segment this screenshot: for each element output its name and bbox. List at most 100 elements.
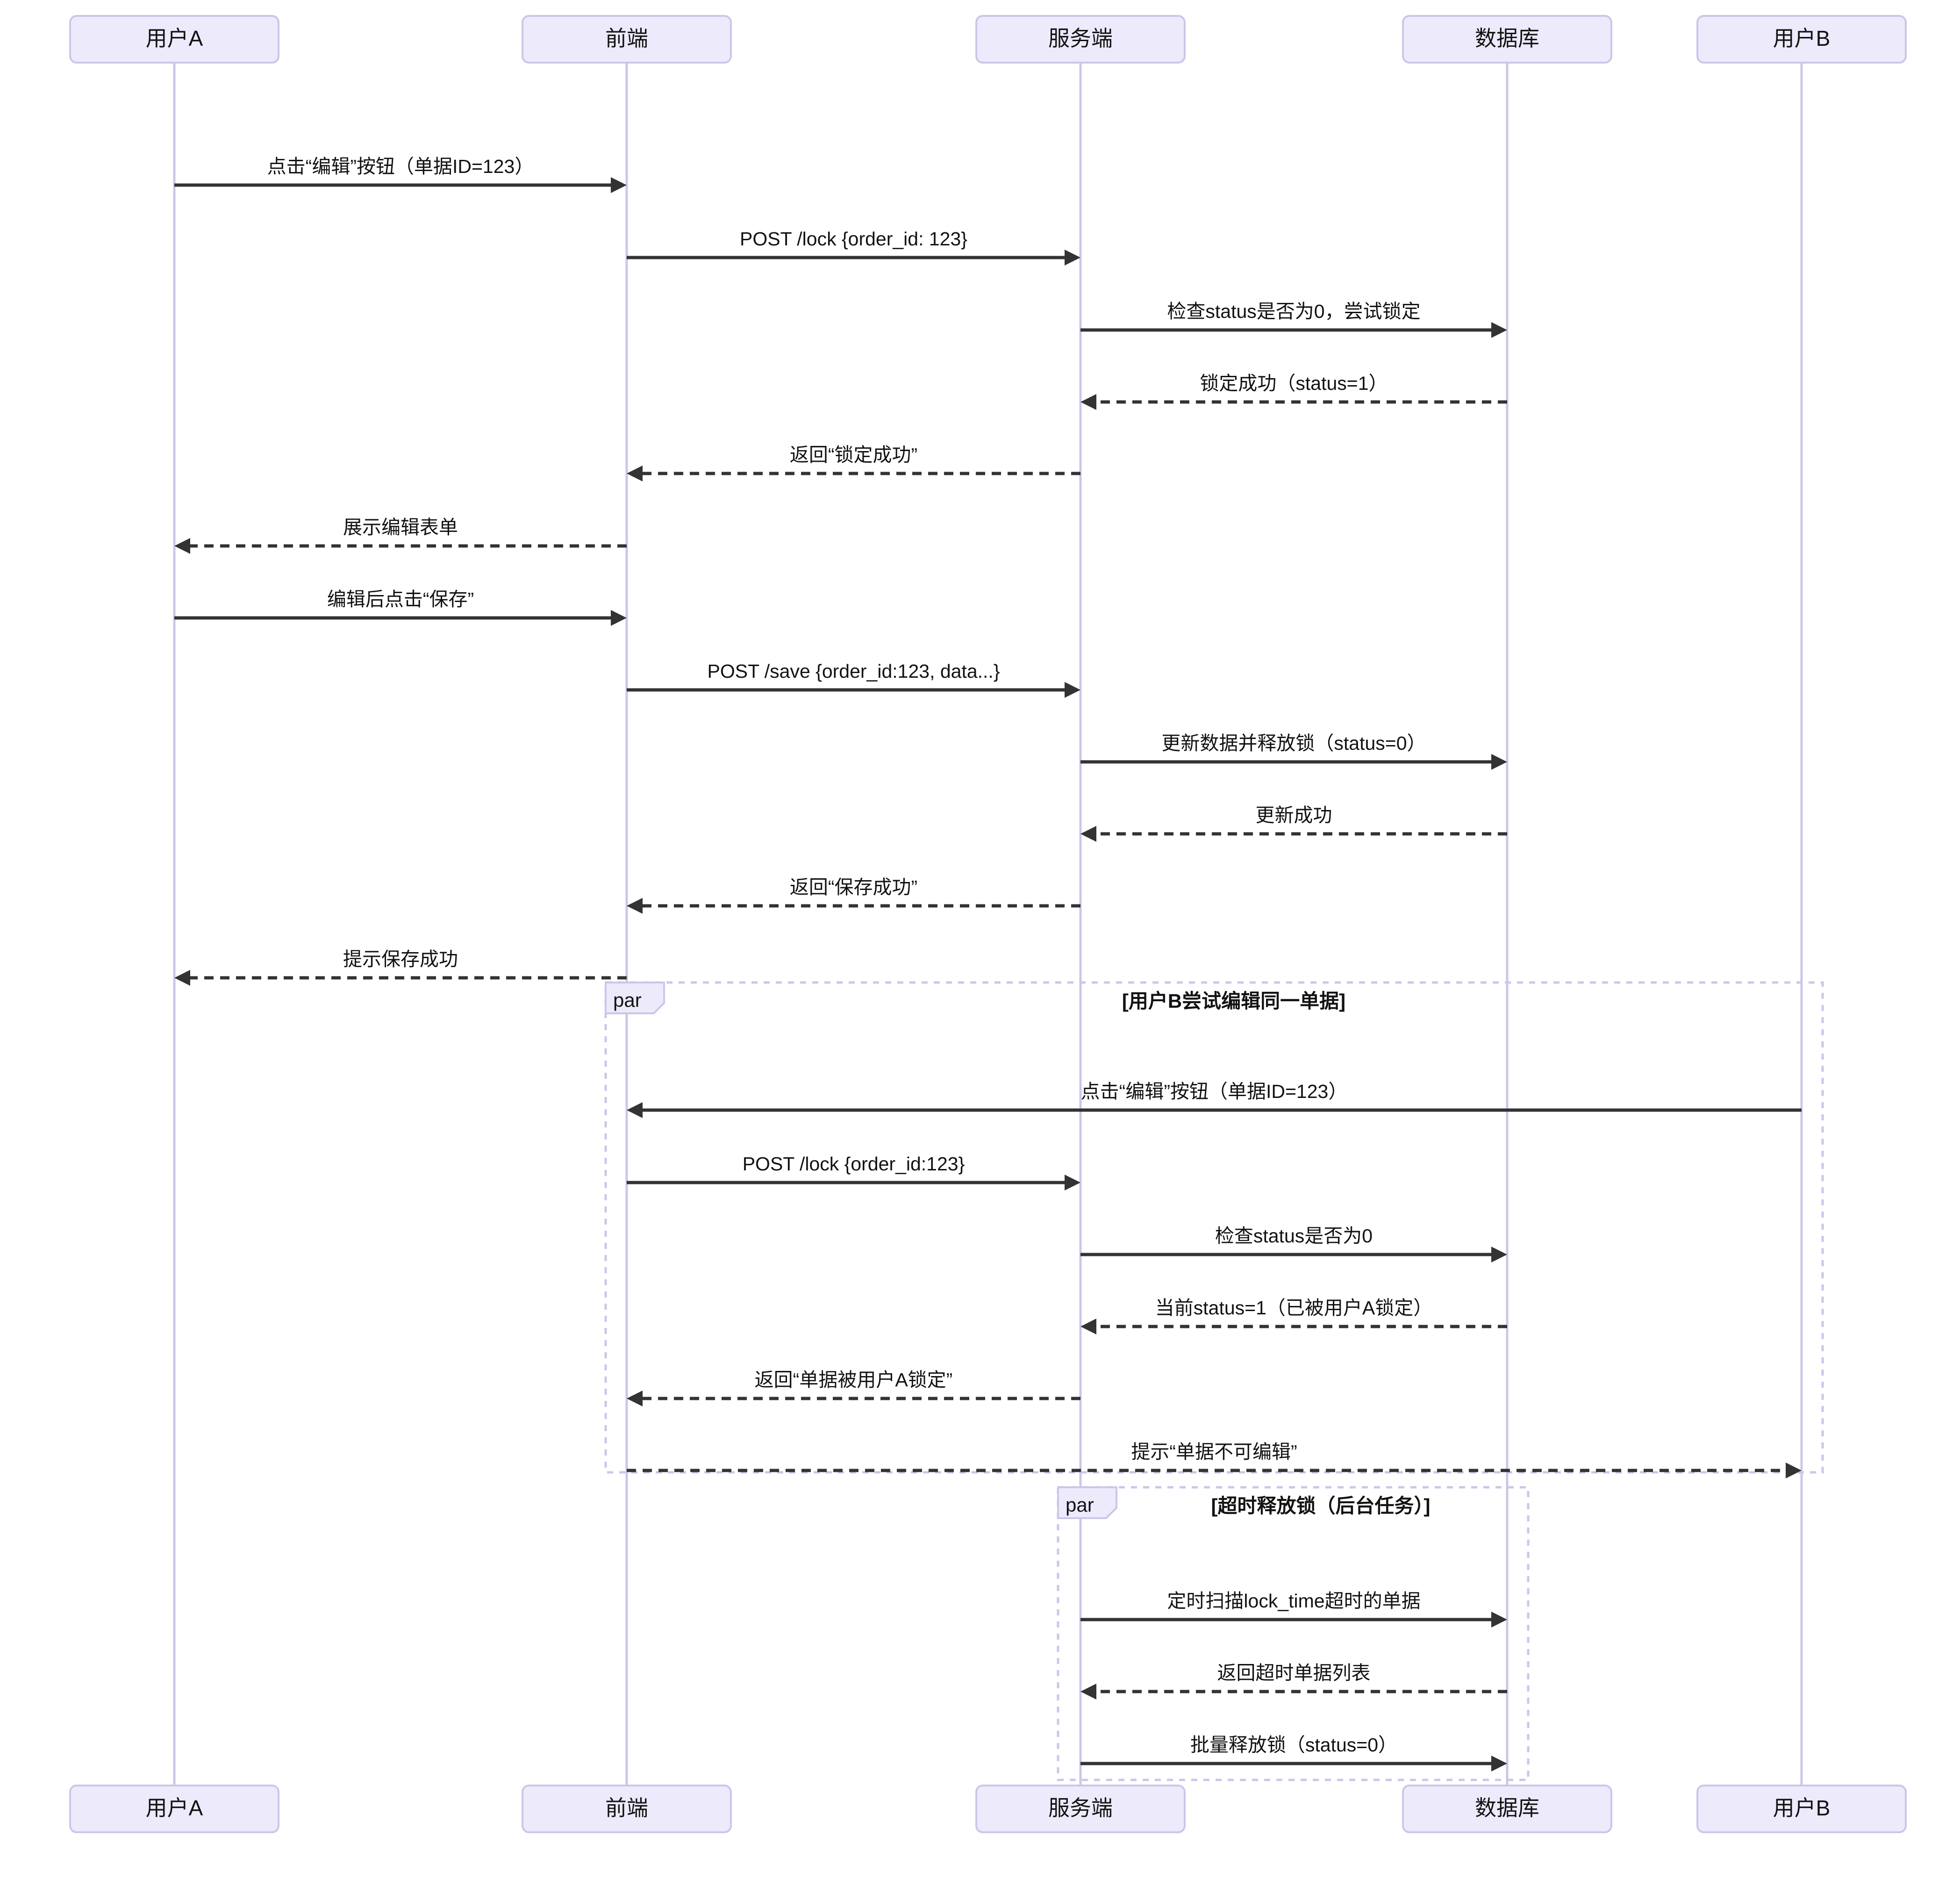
message-arrowhead (1065, 682, 1080, 698)
fragment-frag1: par [用户B尝试编辑同一单据] (604, 981, 1824, 1474)
participant-box[interactable] (1402, 1785, 1612, 1833)
message-label: 展示编辑表单 (343, 516, 458, 538)
message-m19: 定时扫描lock_time超时的单据 (1080, 1590, 1507, 1628)
message-arrowhead (1065, 250, 1080, 265)
message-label: 批量释放锁（status=0） (1190, 1734, 1397, 1756)
participant-label: 用户B (1773, 26, 1831, 50)
fragment-frag2: par [超时释放锁（后台任务）] (1057, 1486, 1530, 1781)
message-m10: 更新成功 (1080, 804, 1507, 842)
message-label: 返回“保存成功” (790, 876, 917, 898)
message-label: 点击“编辑”按钮（单据ID=123） (1081, 1081, 1348, 1102)
message-m18: 提示“单据不可编辑” (627, 1441, 1802, 1478)
message-m15: 检查status是否为0 (1080, 1225, 1507, 1262)
message-arrowhead (1491, 322, 1507, 338)
fragment-outline (1057, 1486, 1530, 1781)
message-arrowhead (1080, 1319, 1096, 1334)
message-label: 返回“锁定成功” (790, 444, 917, 466)
message-m14: POST /lock {order_id:123} (627, 1153, 1080, 1190)
participant-box[interactable] (1696, 1785, 1907, 1833)
participant-label: 服务端 (1048, 26, 1113, 50)
message-label: 返回超时单据列表 (1217, 1662, 1371, 1684)
message-m20: 返回超时单据列表 (1080, 1662, 1507, 1700)
message-label: 检查status是否为0，尝试锁定 (1167, 301, 1420, 322)
message-m16: 当前status=1（已被用户A锁定） (1080, 1297, 1507, 1334)
participant-label: 前端 (605, 26, 648, 50)
message-arrowhead (1080, 1684, 1096, 1700)
message-label: 锁定成功（status=1） (1200, 373, 1388, 394)
participant-server-bottom[interactable]: 服务端 (975, 1785, 1186, 1833)
participant-frontend-bottom[interactable]: 前端 (522, 1785, 732, 1833)
fragment-kind-label: par (613, 989, 642, 1011)
message-m7: 编辑后点击“保存” (174, 588, 627, 626)
fragment-condition-label: [用户B尝试编辑同一单据] (1122, 990, 1345, 1012)
message-m4: 锁定成功（status=1） (1080, 373, 1507, 410)
message-m3: 检查status是否为0，尝试锁定 (1080, 301, 1507, 338)
participant-label: 数据库 (1475, 26, 1539, 50)
message-label: 定时扫描lock_time超时的单据 (1167, 1590, 1420, 1612)
participant-label: 用户B (1773, 1796, 1831, 1820)
fragment-tab (605, 982, 665, 1014)
participant-userA-top[interactable]: 用户A (69, 15, 279, 64)
message-label: 编辑后点击“保存” (327, 588, 474, 610)
message-arrowhead (1080, 394, 1096, 410)
message-m8: POST /save {order_id:123, data...} (627, 660, 1080, 698)
message-arrowhead (627, 1391, 643, 1406)
fragment-kind-label: par (1066, 1494, 1094, 1516)
message-m17: 返回“单据被用户A锁定” (627, 1369, 1080, 1406)
message-label: 提示保存成功 (343, 948, 458, 970)
participant-box[interactable] (522, 15, 732, 64)
message-label: 更新数据并释放锁（status=0） (1161, 732, 1426, 754)
participant-label: 用户A (146, 26, 203, 50)
fragment-outline (604, 981, 1824, 1474)
message-arrowhead (611, 177, 627, 193)
message-label: 更新成功 (1256, 804, 1332, 826)
participant-database-bottom[interactable]: 数据库 (1402, 1785, 1612, 1833)
message-label: POST /lock {order_id:123} (743, 1153, 965, 1175)
participant-database-top[interactable]: 数据库 (1402, 15, 1612, 64)
fragment-condition-label: [超时释放锁（后台任务）] (1211, 1495, 1431, 1517)
participant-box[interactable] (522, 1785, 732, 1833)
participant-box[interactable] (975, 15, 1186, 64)
message-m9: 更新数据并释放锁（status=0） (1080, 732, 1507, 770)
lifelines-layer (173, 63, 1803, 1786)
message-m5: 返回“锁定成功” (627, 444, 1080, 481)
participant-label: 服务端 (1048, 1796, 1113, 1820)
participant-userA-bottom[interactable]: 用户A (69, 1785, 279, 1833)
fragments-layer: par [用户B尝试编辑同一单据] par [超时释放锁（后台任务）] (604, 981, 1824, 1781)
fragment-tab (1057, 1486, 1117, 1519)
message-m21: 批量释放锁（status=0） (1080, 1734, 1507, 1771)
message-arrowhead (1786, 1463, 1802, 1478)
participant-userB-bottom[interactable]: 用户B (1696, 1785, 1907, 1833)
message-arrowhead (627, 1102, 643, 1118)
message-label: 点击“编辑”按钮（单据ID=123） (267, 156, 534, 177)
message-m13: 点击“编辑”按钮（单据ID=123） (627, 1081, 1802, 1118)
participant-userB-top[interactable]: 用户B (1696, 15, 1907, 64)
message-m1: 点击“编辑”按钮（单据ID=123） (174, 156, 627, 193)
participant-server-top[interactable]: 服务端 (975, 15, 1186, 64)
participant-box[interactable] (975, 1785, 1186, 1833)
messages-layer: 点击“编辑”按钮（单据ID=123） POST /lock {order_id: … (174, 156, 1802, 1771)
message-arrowhead (1491, 1612, 1507, 1628)
message-arrowhead (1491, 1756, 1507, 1771)
message-arrowhead (627, 898, 643, 914)
participant-box[interactable] (1402, 15, 1612, 64)
message-arrowhead (1065, 1175, 1080, 1190)
participant-box[interactable] (69, 1785, 279, 1833)
participant-frontend-top[interactable]: 前端 (522, 15, 732, 64)
message-m2: POST /lock {order_id: 123} (627, 228, 1080, 265)
message-label: 当前status=1（已被用户A锁定） (1155, 1297, 1432, 1319)
message-label: 提示“单据不可编辑” (1131, 1441, 1297, 1463)
message-arrowhead (1491, 754, 1507, 770)
participant-box[interactable] (69, 15, 279, 64)
participant-label: 前端 (605, 1796, 648, 1820)
message-label: POST /save {order_id:123, data...} (707, 660, 1000, 682)
participant-label: 数据库 (1475, 1796, 1539, 1820)
message-label: 返回“单据被用户A锁定” (755, 1369, 953, 1391)
participant-box[interactable] (1696, 15, 1907, 64)
message-m11: 返回“保存成功” (627, 876, 1080, 914)
message-arrowhead (1080, 826, 1096, 842)
message-arrowhead (611, 610, 627, 626)
